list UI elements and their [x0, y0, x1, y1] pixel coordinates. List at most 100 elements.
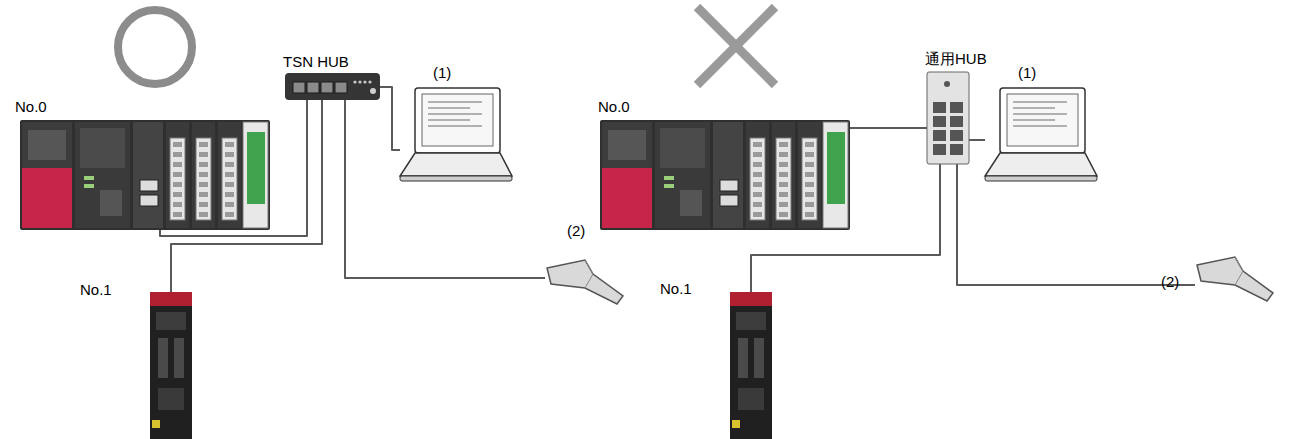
power-module	[602, 122, 652, 228]
terminal-screw	[173, 162, 182, 167]
servo-terminal	[732, 420, 740, 428]
screen-line	[1013, 101, 1067, 103]
terminal-screw	[225, 142, 234, 147]
laptop-device: (1)	[400, 88, 512, 183]
hub-port	[933, 144, 946, 155]
ethernet-port	[720, 180, 738, 191]
cross-stroke	[697, 7, 775, 85]
terminal-screw	[779, 152, 788, 157]
plc-base	[20, 120, 270, 230]
terminal-screw	[225, 172, 234, 177]
laptop-screen	[1000, 88, 1085, 153]
power-panel	[608, 130, 646, 160]
device-label: (1)	[433, 64, 451, 82]
power-cover	[602, 168, 652, 228]
io-module	[192, 122, 215, 228]
scanner-body	[547, 260, 623, 304]
power-cover	[22, 168, 72, 228]
terminal-screw	[805, 152, 814, 157]
servo-body	[730, 292, 772, 439]
cable-line	[380, 87, 400, 150]
genhub-illustration	[927, 72, 969, 164]
terminal-block	[170, 138, 185, 220]
hub-led	[358, 80, 361, 83]
servo-port	[738, 388, 764, 410]
servo-connector	[738, 338, 748, 378]
scanner-device: (2)	[545, 258, 625, 306]
laptop-base	[985, 176, 1097, 181]
terminal-screw	[199, 182, 208, 187]
status-led	[84, 176, 94, 180]
hub-port	[335, 82, 347, 93]
cable-line	[969, 139, 985, 141]
servo-header	[730, 292, 772, 306]
terminal-screw	[805, 202, 814, 207]
servo-illustration	[150, 292, 192, 439]
screen-line	[428, 125, 482, 127]
screen-line	[1013, 125, 1067, 127]
hub-led	[363, 80, 366, 83]
servo-device: No.1	[150, 292, 192, 439]
device-label: No.1	[80, 281, 112, 299]
terminal-screw	[779, 142, 788, 147]
scanner-illustration	[1195, 255, 1275, 303]
hub-led	[368, 80, 371, 83]
terminal-screw	[225, 162, 234, 167]
screen-window	[422, 94, 493, 146]
ethernet-port	[720, 195, 738, 206]
terminal-screw	[805, 182, 814, 187]
terminal-screw	[753, 142, 762, 147]
terminal-screw	[225, 192, 234, 197]
device-label: (2)	[567, 222, 585, 240]
terminal-screw	[779, 162, 788, 167]
terminal-screw	[753, 162, 762, 167]
servo-terminal	[152, 420, 160, 428]
hub-port	[950, 130, 963, 141]
cable-line	[345, 100, 545, 278]
cpu-panel	[80, 128, 125, 168]
cross-stroke	[697, 7, 775, 85]
laptop-illustration	[985, 88, 1097, 183]
cable-line	[957, 164, 1195, 285]
terminal-block	[196, 138, 211, 220]
io-module	[746, 122, 769, 228]
power-panel	[28, 130, 66, 160]
terminal-screw	[173, 202, 182, 207]
terminal-screw	[753, 152, 762, 157]
incorrect-mark	[697, 7, 775, 85]
screen-line	[428, 101, 482, 103]
servo-illustration	[730, 292, 772, 439]
io-module	[218, 122, 241, 228]
tsnhub-illustration	[285, 73, 380, 100]
terminal-screw	[199, 192, 208, 197]
terminal-screw	[779, 182, 788, 187]
terminal-screw	[173, 212, 182, 217]
terminal-screw	[753, 182, 762, 187]
terminal-screw	[199, 162, 208, 167]
correct-mark	[118, 10, 192, 84]
terminal-screw	[225, 152, 234, 157]
power-module	[22, 122, 72, 228]
status-led	[84, 184, 94, 188]
device-label: No.0	[598, 98, 630, 116]
card-module	[243, 122, 268, 228]
terminal-screw	[199, 172, 208, 177]
network-module	[713, 122, 743, 228]
device-label: No.0	[15, 98, 47, 116]
terminal-screw	[225, 202, 234, 207]
cable-line	[171, 100, 322, 292]
plc-device: No.0	[600, 120, 850, 230]
terminal-screw	[779, 202, 788, 207]
hub-port	[950, 116, 963, 127]
servo-port	[158, 388, 184, 410]
genhub-device: 通用HUB	[927, 72, 969, 164]
hub-port	[933, 130, 946, 141]
terminal-screw	[199, 212, 208, 217]
device-label: No.1	[660, 280, 692, 298]
terminal-screw	[199, 142, 208, 147]
laptop-illustration	[400, 88, 512, 183]
screen-line	[428, 107, 470, 109]
plc-illustration	[20, 120, 270, 230]
servo-display	[736, 312, 766, 330]
